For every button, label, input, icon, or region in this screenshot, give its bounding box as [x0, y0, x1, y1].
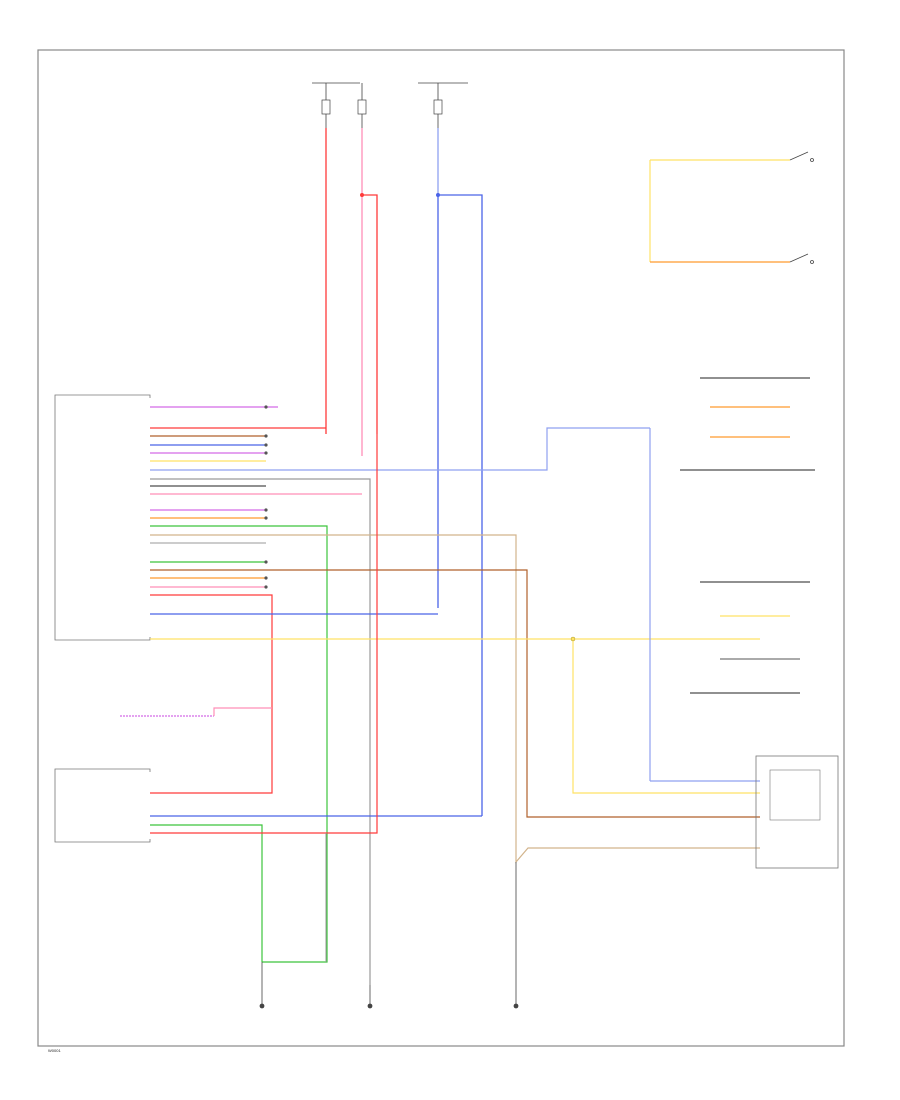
diagram-frame [37, 49, 845, 1047]
wire-tan-1 [150, 534, 760, 864]
wire-red-2 [150, 594, 273, 794]
relay-inner [769, 769, 821, 821]
wire-gray-1 [150, 478, 371, 985]
fuse-block-left [312, 82, 367, 128]
wire-yellow-3 [572, 639, 760, 794]
footer-code: W0001 [48, 1048, 61, 1053]
connector-marks-left [264, 405, 268, 589]
switch-symbol-2 [789, 253, 814, 264]
wire-green-cluster [150, 824, 263, 962]
wire-pink-cluster [213, 707, 272, 716]
lift-gate-module [54, 394, 151, 641]
wire-red-branch [362, 194, 378, 434]
splice-red [360, 193, 364, 197]
relay-box [755, 755, 839, 869]
wire-brown-2 [150, 569, 760, 818]
wire-blue-branch-right [438, 194, 483, 816]
ground-symbol-3 [513, 862, 519, 1009]
wire-red-cluster [150, 434, 378, 834]
switch-symbol-1 [789, 151, 814, 162]
fuse-block-right [418, 82, 468, 128]
instrument-cluster-module [54, 768, 151, 843]
ground-symbol-2 [367, 985, 373, 1009]
ground-symbol-1 [259, 962, 265, 1009]
wire-green-1 [150, 525, 328, 963]
wire-blue-to-right [150, 427, 650, 471]
splice-blue [436, 193, 440, 197]
splice-yellow [570, 636, 576, 642]
